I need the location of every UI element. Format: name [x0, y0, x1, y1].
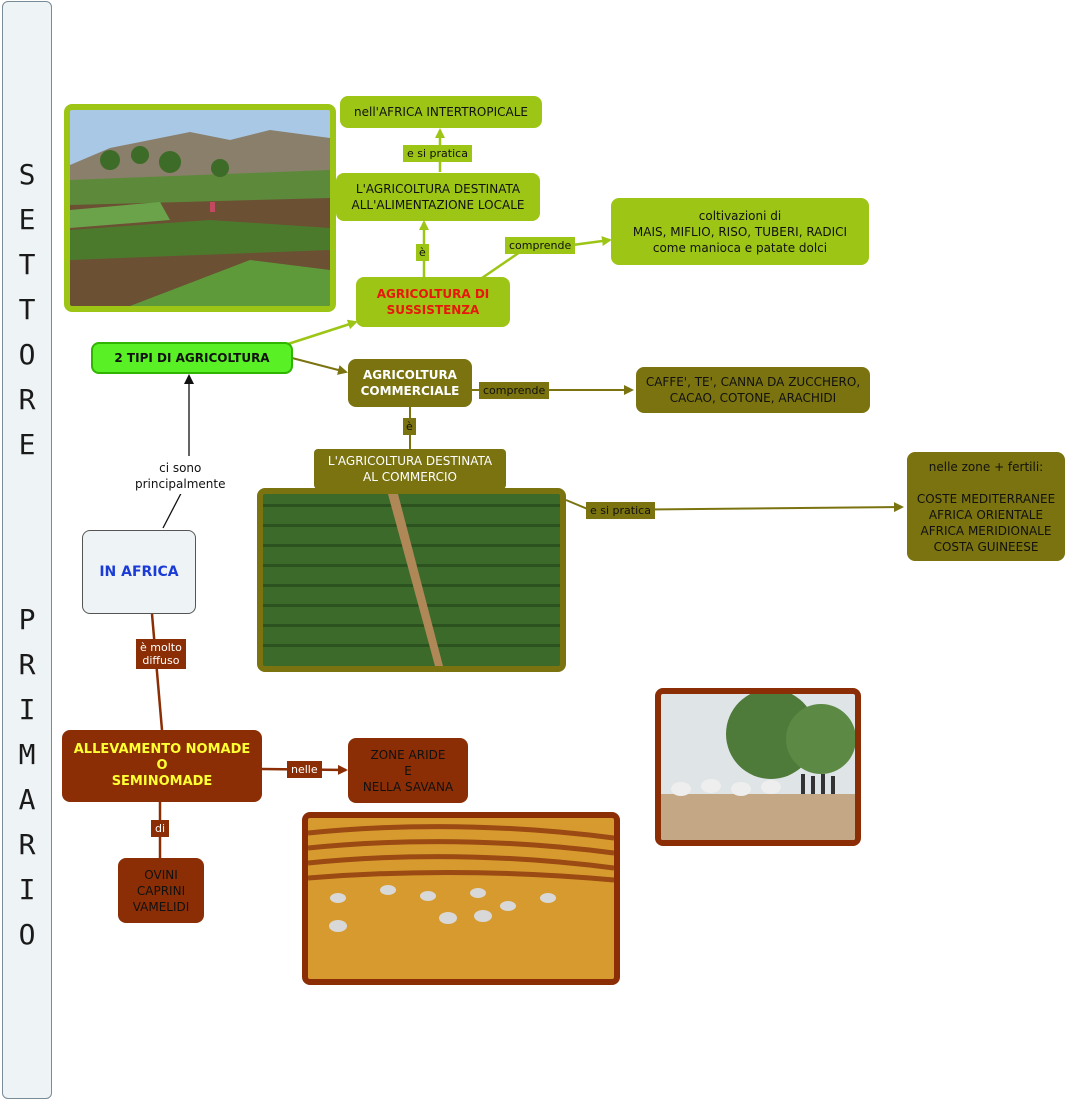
node-commerciale: AGRICOLTURA COMMERCIALE	[348, 359, 472, 407]
node-animali: OVINI CAPRINI VAMELIDI	[118, 858, 204, 923]
sidebar-title-bottom: P R I M A R I O	[18, 603, 36, 951]
label-di: di	[151, 820, 170, 837]
node-allevamento: ALLEVAMENTO NOMADE O SEMINOMADE	[62, 730, 262, 802]
photo-livestock-market	[655, 688, 861, 846]
node-due-tipi: 2 TIPI DI AGRICOLTURA	[91, 342, 293, 374]
label-e-1: è	[416, 244, 429, 261]
label-molto-diffuso: è molto diffuso	[136, 639, 186, 669]
link-due-to-commerciale	[291, 357, 348, 375]
node-agricoltura-commercio: L'AGRICOLTURA DESTINATA AL COMMERCIO	[314, 449, 506, 489]
node-zone-aride: ZONE ARIDE E NELLA SAVANA	[348, 738, 468, 803]
node-agricoltura-locale: L'AGRICOLTURA DESTINATA ALL'ALIMENTAZION…	[336, 173, 540, 221]
node-zone-fertili: nelle zone + fertili: COSTE MEDITERRANEE…	[907, 452, 1065, 561]
sidebar-title-top: S E T T O R E	[18, 158, 36, 461]
label-e-2: è	[403, 418, 416, 435]
photo-plantation	[257, 488, 566, 672]
node-coltivazioni: coltivazioni di MAIS, MIFLIO, RISO, TUBE…	[611, 198, 869, 265]
photo-sheep	[302, 812, 620, 985]
link-africa-to-allevamento	[150, 613, 164, 731]
label-e-si-pratica-2: e si pratica	[586, 502, 655, 519]
photo-fields	[64, 104, 336, 312]
plantation-illustration	[263, 494, 560, 666]
node-prodotti-commerciali: CAFFE', TE', CANNA DA ZUCCHERO, CACAO, C…	[636, 367, 870, 413]
sheep-illustration	[308, 818, 614, 979]
sidebar: S E T T O R E P R I M A R I O	[2, 1, 52, 1099]
label-ci-sono: ci sono principalmente	[131, 458, 230, 494]
label-comprende-2: comprende	[479, 382, 550, 399]
node-in-africa: IN AFRICA	[82, 530, 196, 614]
label-nelle: nelle	[287, 761, 322, 778]
link-due-to-sussistenza	[287, 319, 358, 346]
node-africa-intertropicale: nell'AFRICA INTERTROPICALE	[340, 96, 542, 128]
fields-illustration	[70, 110, 330, 306]
market-illustration	[661, 694, 855, 840]
label-e-si-pratica-1: e si pratica	[403, 145, 472, 162]
label-comprende-1: comprende	[505, 237, 576, 254]
node-sussistenza: AGRICOLTURA DI SUSSISTENZA	[356, 277, 510, 327]
